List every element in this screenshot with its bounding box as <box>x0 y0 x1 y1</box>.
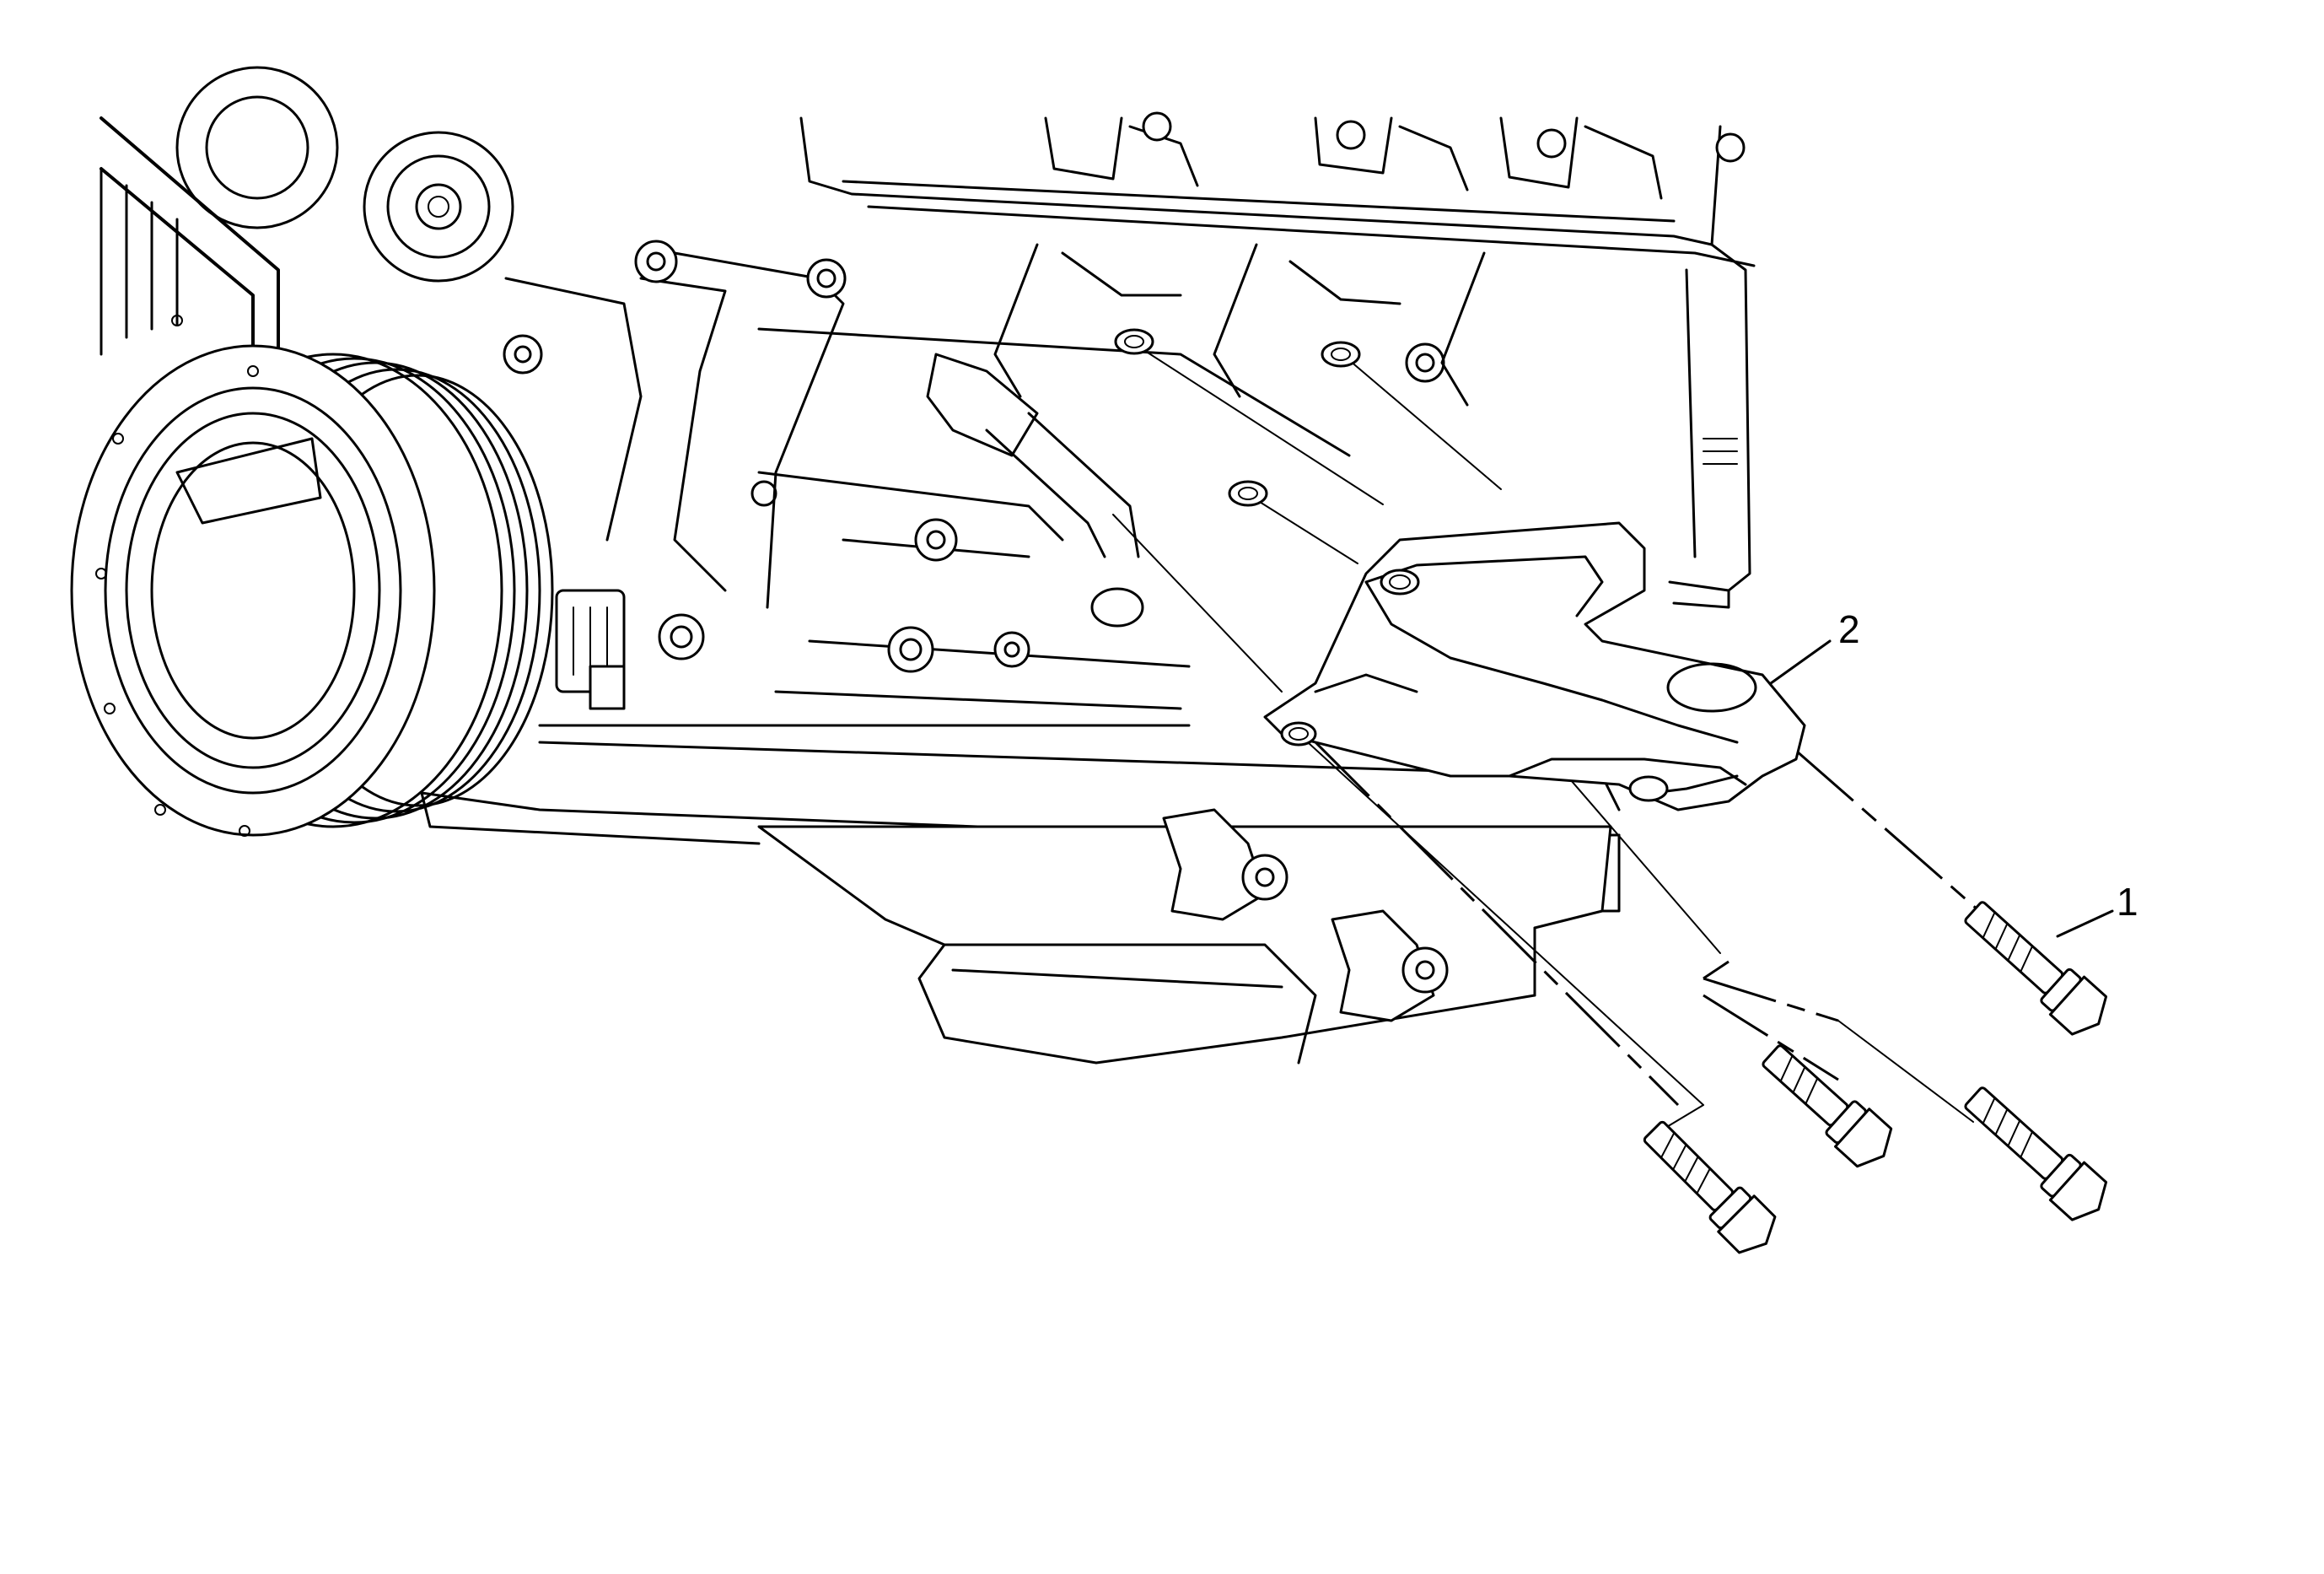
callout-2: 2 <box>1769 607 1860 685</box>
crankshaft-balancer <box>70 116 554 837</box>
callout-2-label: 2 <box>1838 607 1860 651</box>
bolt <box>1964 1086 2108 1221</box>
bolt <box>1964 901 2108 1036</box>
bolt <box>1762 1044 1893 1168</box>
engine-mount-bracket <box>1114 328 1806 811</box>
callout-1-label: 1 <box>2117 880 2138 924</box>
bolt <box>1643 1120 1777 1254</box>
callout-1: 1 <box>2056 880 2138 938</box>
